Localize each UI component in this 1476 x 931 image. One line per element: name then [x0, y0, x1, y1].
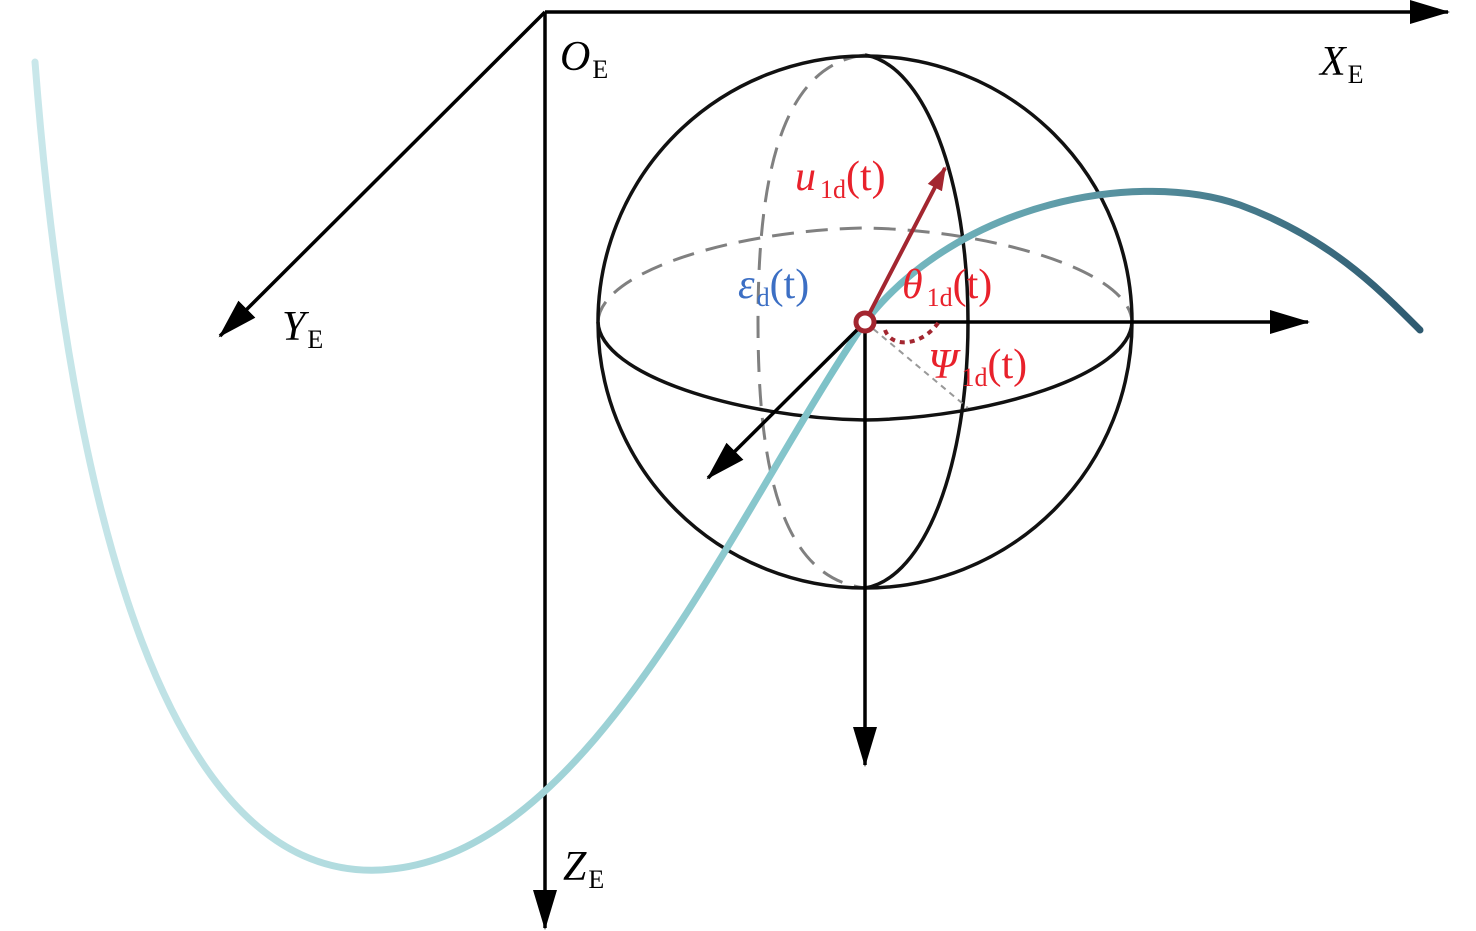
earth-frame-axes	[218, 0, 1450, 930]
velocity-projection-dashed	[864, 321, 969, 409]
y-axis-label: YE	[282, 304, 323, 354]
center-point	[853, 310, 877, 334]
z-axis-label: ZE	[563, 844, 604, 894]
origin-label: OE	[560, 34, 608, 84]
epsilon-label: εd(t)	[738, 262, 809, 312]
equator-back-dashed	[596, 226, 1134, 323]
y-axis-line	[218, 10, 547, 338]
trajectory-curve	[31, 58, 1424, 874]
body-frame-axes	[706, 310, 1310, 767]
body-y-axis-line	[706, 320, 867, 480]
velocity-vector-u	[863, 166, 947, 323]
meridian-back-dashed	[756, 53, 866, 590]
x-axis-label: XE	[1318, 39, 1364, 89]
